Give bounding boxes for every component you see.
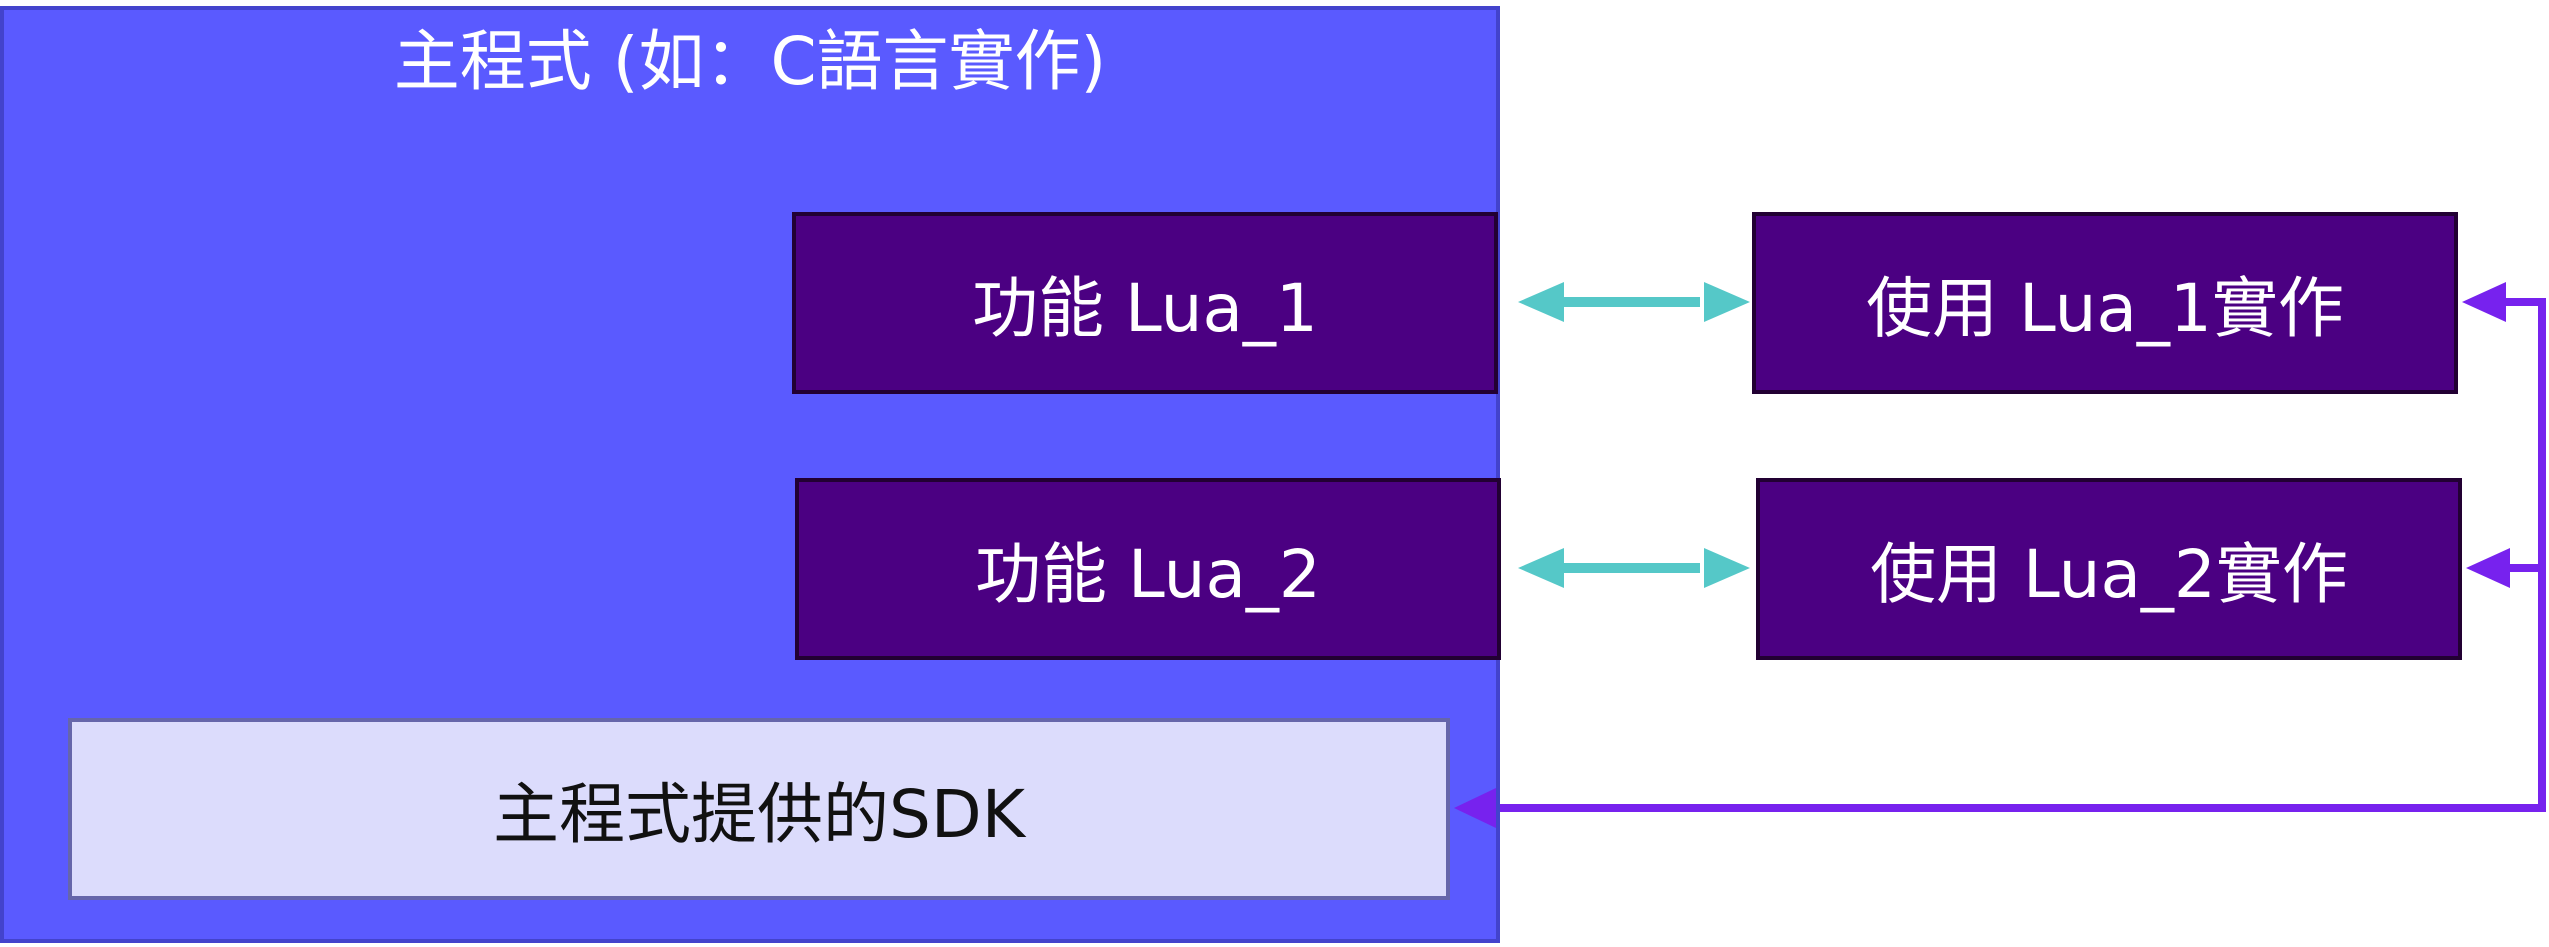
function-lua-2-label: 功能 Lua_2: [975, 536, 1321, 613]
implementation-lua-2-box: 使用 Lua_2實作: [1756, 478, 2462, 660]
function-lua-2-box: 功能 Lua_2: [795, 478, 1501, 660]
bidirectional-arrow-1: [1518, 282, 1750, 322]
host-program-title: 主程式 (如：C語言實作): [393, 23, 1107, 100]
function-lua-1-box: 功能 Lua_1: [792, 212, 1498, 394]
bidirectional-arrow-2: [1518, 548, 1750, 588]
sdk-box: 主程式提供的SDK: [68, 718, 1450, 900]
sdk-callback-arrow: [1454, 282, 2546, 828]
implementation-lua-2-label: 使用 Lua_2實作: [1870, 536, 2348, 613]
implementation-lua-1-box: 使用 Lua_1實作: [1752, 212, 2458, 394]
implementation-lua-1-label: 使用 Lua_1實作: [1866, 270, 2344, 347]
function-lua-1-label: 功能 Lua_1: [972, 270, 1318, 347]
sdk-label: 主程式提供的SDK: [493, 776, 1025, 853]
